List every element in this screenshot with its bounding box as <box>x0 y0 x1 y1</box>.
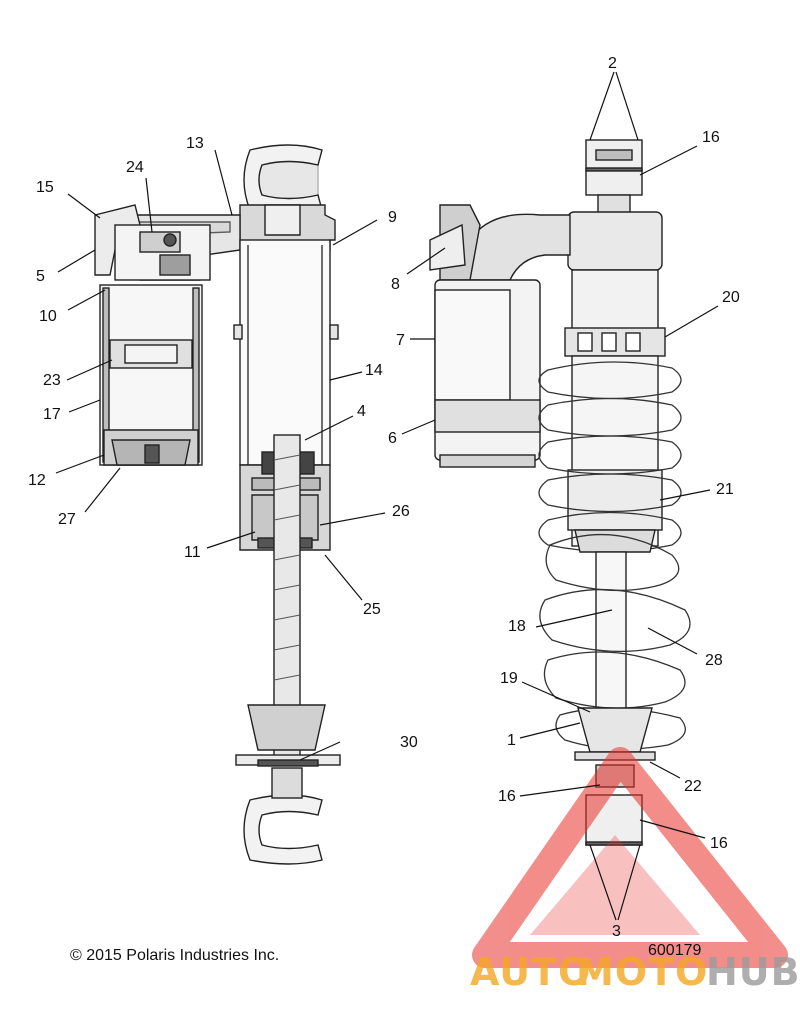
copyright-text: © 2015 Polaris Industries Inc. <box>70 947 279 964</box>
callout-26: 25 <box>363 601 381 618</box>
automotohub-watermark <box>472 747 788 968</box>
callout-8: 8 <box>391 276 400 293</box>
callout-9: 9 <box>388 209 397 226</box>
watermark-triangle-outer <box>472 747 788 968</box>
callout-6: 6 <box>388 430 397 447</box>
automotohub-wordmark: AUTO MOTO HUB <box>470 950 800 994</box>
leader-lines <box>55 71 719 921</box>
callout-20: 19 <box>500 670 518 687</box>
callout-28: 27 <box>58 511 76 528</box>
callout-1: 1 <box>507 732 516 749</box>
callout-11: 11 <box>184 544 201 561</box>
callout-10: 10 <box>39 308 57 325</box>
callout-16-bottom: 16 <box>710 835 728 852</box>
callout-25: 24 <box>126 159 144 176</box>
sectional-shock-drawing <box>94 144 341 865</box>
callout-13: 13 <box>186 135 204 152</box>
callout-4: 4 <box>357 403 366 420</box>
callout-3: 3 <box>612 923 621 940</box>
callout-labels: 2 16 13 24 15 9 5 8 20 10 7 23 14 17 4 6… <box>28 55 740 940</box>
callout-12: 12 <box>28 472 46 489</box>
callout-22: 21 <box>716 481 734 498</box>
callout-24: 23 <box>43 372 61 389</box>
callout-14: 14 <box>365 362 383 379</box>
callout-7: 7 <box>396 332 405 349</box>
callout-23: 22 <box>684 778 702 795</box>
callout-30: 30 <box>400 734 418 751</box>
diagram-part-number: 600179 <box>648 942 701 959</box>
callout-27: 26 <box>392 503 410 520</box>
callout-2: 2 <box>608 55 617 72</box>
external-shock-drawing <box>429 139 691 846</box>
callout-17: 16 <box>498 788 516 805</box>
callout-19: 18 <box>508 618 526 635</box>
callout-15: 15 <box>36 179 54 196</box>
callout-16-top: 16 <box>702 129 720 146</box>
watermark-triangle-inner <box>530 835 700 935</box>
callout-29: 28 <box>705 652 723 669</box>
callout-21: 20 <box>722 289 740 306</box>
callout-18: 17 <box>43 406 61 423</box>
watermark-word-moto: MOTO <box>576 950 708 994</box>
callout-5: 5 <box>36 268 45 285</box>
watermark-word-hub: HUB <box>706 950 800 994</box>
watermark-word-auto: AUTO <box>470 950 591 994</box>
